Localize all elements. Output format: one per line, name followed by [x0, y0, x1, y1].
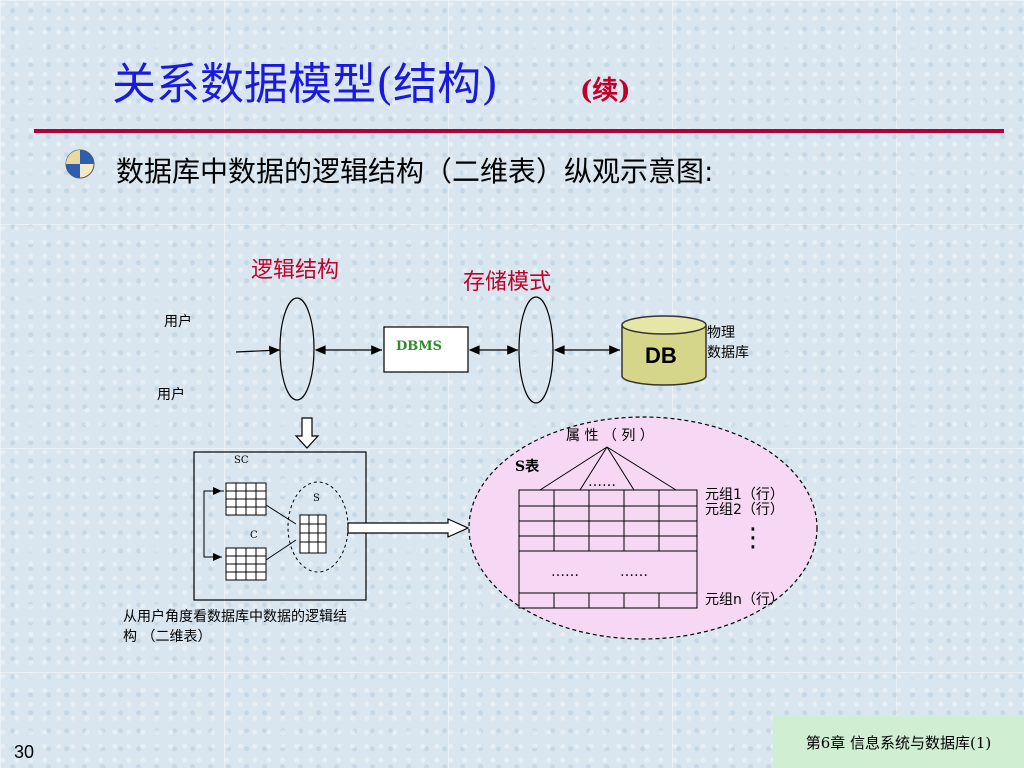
attributes-label: 属 性 （ 列 ） [566, 428, 654, 444]
s-table [518, 489, 698, 609]
sc-link-line [203, 490, 224, 561]
tuple-2-label: 元组2（行） [705, 502, 784, 518]
title-continuation: (续) [580, 76, 631, 106]
user-label-2: 用户 [157, 387, 185, 403]
user-arrow [235, 345, 281, 356]
page-number: 30 [14, 742, 35, 762]
footer-chapter: 第6章 信息系统与数据库(1) [773, 716, 1024, 768]
user-label-1: 用户 [164, 314, 192, 330]
ellipsis-top: …… [588, 474, 616, 490]
db-cylinder [621, 315, 707, 386]
attribute-fan [539, 446, 677, 491]
storage-schema-ellipse [518, 296, 554, 404]
tuple-1-label: 元组1（行） [705, 487, 784, 503]
caption-line-1: 从用户角度看数据库中数据的逻辑结 [123, 609, 347, 625]
title-divider [34, 129, 1004, 133]
db-label: DB [645, 343, 677, 368]
physical-db-label-1: 物理 [707, 325, 735, 341]
logical-structure-ellipse [279, 297, 315, 401]
c-label: C [250, 530, 258, 541]
page-title: 关系数据模型(结构) [112, 59, 499, 110]
physical-db-label-2: 数据库 [707, 345, 749, 361]
s-table-grid [299, 514, 327, 554]
ellipsis-mid-2: …… [620, 564, 648, 580]
bullet-icon [64, 148, 96, 184]
right-hollow-arrow [347, 518, 470, 538]
c-s-line [265, 539, 297, 561]
logical-structure-label: 逻辑结构 [251, 258, 340, 283]
sc-s-line [265, 504, 297, 525]
s-table-label: S表 [515, 459, 540, 475]
ellipsis-mid-1: …… [551, 564, 579, 580]
bullet-text: 数据库中数据的逻辑结构（二维表）纵观示意图: [116, 155, 714, 188]
dbms-label: DBMS [396, 339, 443, 354]
sc-label: SC [234, 455, 249, 466]
sc-table-grid [225, 482, 267, 516]
user-view-box [193, 451, 367, 601]
tuple-n-label: 元组n（行） [705, 592, 784, 608]
caption-line-2: 构 （二维表） [123, 629, 212, 645]
c-table-grid [225, 547, 267, 581]
s-label: S [313, 493, 320, 504]
dbms-box [383, 326, 469, 373]
storage-schema-label: 存储模式 [463, 270, 552, 295]
vertical-dots: ⋮ [740, 523, 766, 553]
down-hollow-arrow [294, 417, 320, 449]
